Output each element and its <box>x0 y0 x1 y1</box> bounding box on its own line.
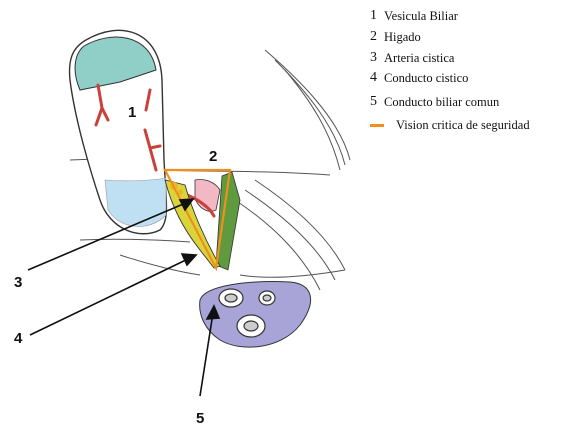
legend-item: 5 Conducto biliar comun <box>370 94 499 110</box>
legend-item-number: 5 <box>370 94 384 110</box>
legend-item-label: Conducto cistico <box>384 71 468 86</box>
legend-item: 1 Vesicula Biliar <box>370 8 458 24</box>
arrow-duct <box>30 258 190 335</box>
legend-item-number: 1 <box>370 8 384 24</box>
arrow-duct-head <box>182 254 196 265</box>
legend-item-label: Vision critica de seguridad <box>396 118 530 133</box>
legend-item-label: Conducto biliar comun <box>384 95 499 110</box>
legend-item-label: Higado <box>384 30 421 45</box>
legend-item-label: Arteria cistica <box>384 51 454 66</box>
legend-item-number: 4 <box>370 70 384 86</box>
label-gallbladder: 1 <box>128 104 136 121</box>
legend-item-number: 2 <box>370 29 384 45</box>
legend-item-number: 3 <box>370 50 384 66</box>
legend-item: 3 Arteria cistica <box>370 50 454 66</box>
critical-view-swatch <box>370 124 384 127</box>
label-artery: 3 <box>14 274 22 291</box>
legend-item-label: Vesicula Biliar <box>384 9 458 24</box>
label-common-duct: 5 <box>196 410 204 427</box>
legend-item: 2 Higado <box>370 29 421 45</box>
legend-item: 4 Conducto cistico <box>370 70 468 86</box>
label-duct: 4 <box>14 330 22 347</box>
legend-item-critical-view: Vision critica de seguridad <box>370 118 530 133</box>
label-liver: 2 <box>209 148 217 165</box>
